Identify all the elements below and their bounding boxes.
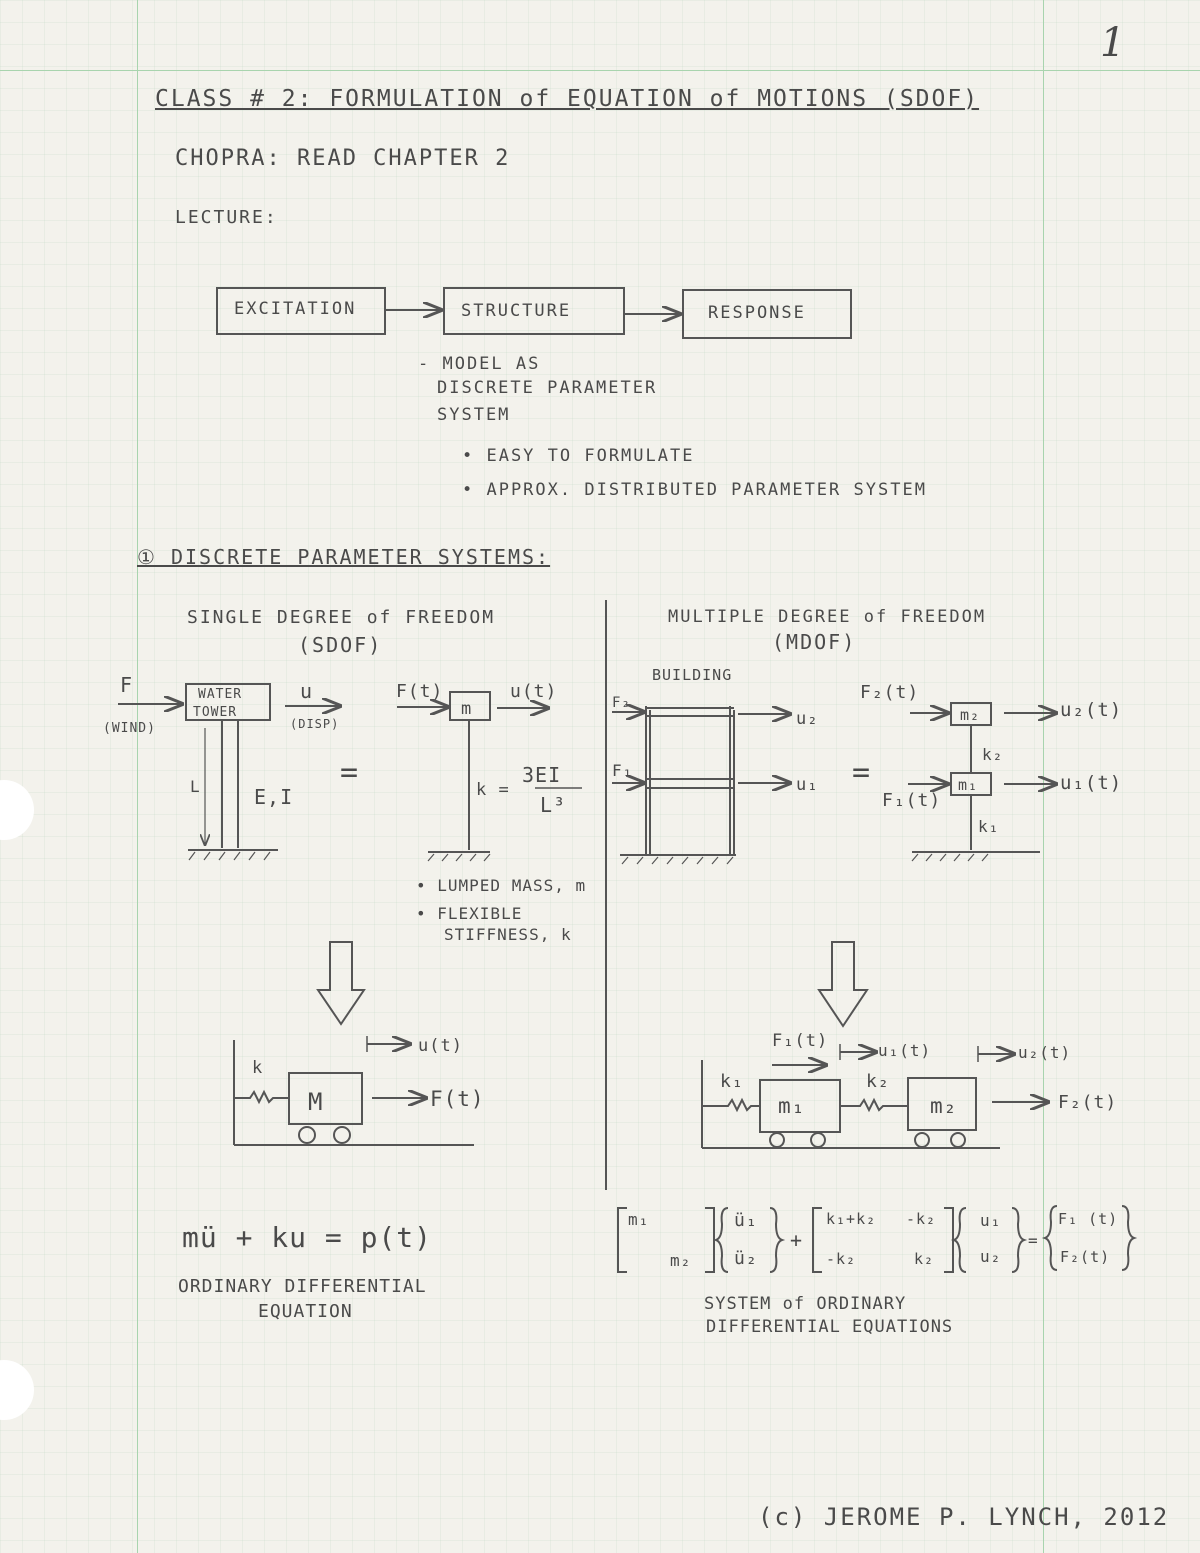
mass-matrix-entry: m₂ xyxy=(670,1251,691,1270)
structure-label: STRUCTURE xyxy=(461,301,572,321)
sdof-bullet: • LUMPED MASS, m xyxy=(416,876,586,895)
stick-force-1: F₁(t) xyxy=(882,790,941,811)
building-force-1: F₁ xyxy=(612,761,633,780)
grid-margin-line-left xyxy=(137,0,138,1553)
mdof-heading: MULTIPLE DEGREE of FREEDOM xyxy=(668,607,987,627)
stick-mass-2: m₂ xyxy=(960,706,980,724)
disp-note: (DISP) xyxy=(290,717,339,731)
tower-label: WATER xyxy=(198,687,242,702)
sdof-bullet: STIFFNESS, k xyxy=(444,925,572,944)
reading-assignment: CHOPRA: READ CHAPTER 2 xyxy=(175,146,511,171)
stiffness-numerator: 3EI xyxy=(522,763,561,787)
mdof-eq-label: SYSTEM of ORDINARY xyxy=(704,1294,906,1314)
stiffness-matrix-entry: -k₂ xyxy=(826,1250,856,1268)
sdof-bullet: • FLEXIBLE xyxy=(416,904,522,923)
sdof-abbrev: (SDOF) xyxy=(298,633,383,657)
model-spring-label: k xyxy=(252,1058,263,1078)
model-spring-1: k₁ xyxy=(720,1071,744,1092)
tower-label: TOWER xyxy=(193,705,237,720)
lecture-label: LECTURE: xyxy=(175,207,278,228)
stick-spring-1: k₁ xyxy=(978,817,999,836)
building-label: BUILDING xyxy=(652,666,732,684)
stick-disp-1: u₁(t) xyxy=(1060,772,1122,794)
matrix-equals-sign: = xyxy=(1028,1231,1039,1250)
length-label: L xyxy=(190,777,201,796)
structure-box: STRUCTURE xyxy=(443,287,625,335)
response-box: RESPONSE xyxy=(682,289,852,339)
model-force-1: F₁(t) xyxy=(772,1031,828,1051)
building-disp-1: u₁ xyxy=(796,775,818,795)
model-force-label: F(t) xyxy=(430,1087,485,1111)
sdof-force-label: F(t) xyxy=(396,681,443,702)
grid-margin-line-top xyxy=(0,70,1200,71)
model-mass-2: m₂ xyxy=(930,1094,957,1118)
sdof-eq-label: ORDINARY DIFFERENTIAL xyxy=(178,1276,427,1297)
sdof-eq-label: EQUATION xyxy=(258,1301,353,1322)
stiffness-equation: k = xyxy=(476,780,510,800)
model-note-line: - MODEL AS xyxy=(418,354,541,374)
mdof-abbrev: (MDOF) xyxy=(772,630,857,654)
model-spring-2: k₂ xyxy=(866,1071,890,1092)
force-vector-entry: F₂(t) xyxy=(1060,1248,1110,1266)
building-disp-2: u₂ xyxy=(796,709,818,729)
model-disp-1: u₁(t) xyxy=(878,1041,931,1060)
force-vector-entry: F₁ (t) xyxy=(1058,1210,1118,1228)
mdof-eq-label: DIFFERENTIAL EQUATIONS xyxy=(706,1317,953,1337)
model-note-bullet: • APPROX. DISTRIBUTED PARAMETER SYSTEM xyxy=(462,480,927,500)
copyright-note: (c) JEROME P. LYNCH, 2012 xyxy=(758,1503,1170,1531)
stiffness-denominator: L³ xyxy=(540,793,566,817)
model-note-bullet: • EASY TO FORMULATE xyxy=(462,446,695,466)
disp-label: u xyxy=(300,679,313,703)
model-note-line: SYSTEM xyxy=(437,405,511,425)
page-title: CLASS # 2: FORMULATION of EQUATION of MO… xyxy=(155,86,980,112)
wind-force-label: F xyxy=(120,673,133,697)
stick-spring-2: k₂ xyxy=(982,745,1003,764)
stiffness-matrix-entry: -k₂ xyxy=(906,1210,936,1228)
plus-sign: + xyxy=(790,1228,803,1252)
equals-sign: = xyxy=(340,755,359,790)
sdof-disp-label: u(t) xyxy=(510,681,557,702)
sdof-mass-label: m xyxy=(461,699,472,719)
acceleration-entry: ü₂ xyxy=(734,1248,758,1269)
stick-force-2: F₂(t) xyxy=(860,682,919,703)
section-heading: ① DISCRETE PARAMETER SYSTEMS: xyxy=(137,545,551,569)
building-force-2: F₂ xyxy=(612,695,631,711)
excitation-label: EXCITATION xyxy=(234,299,357,319)
model-mass-label: M xyxy=(308,1088,323,1116)
model-note-line: DISCRETE PARAMETER xyxy=(437,378,658,398)
displacement-entry: u₁ xyxy=(980,1211,1001,1230)
mass-matrix-entry: m₁ xyxy=(628,1210,649,1229)
model-mass-1: m₁ xyxy=(778,1094,805,1118)
page-number: 1 xyxy=(1100,20,1128,66)
model-disp-label: u(t) xyxy=(418,1036,463,1056)
response-label: RESPONSE xyxy=(708,303,806,323)
stiffness-matrix-entry: k₂ xyxy=(914,1250,934,1268)
wind-note: (WIND) xyxy=(103,721,156,736)
sdof-equation: mü + ku = p(t) xyxy=(182,1221,432,1254)
model-disp-2: u₂(t) xyxy=(1018,1043,1071,1062)
sdof-heading: SINGLE DEGREE of FREEDOM xyxy=(187,607,496,628)
stiffness-matrix-entry: k₁+k₂ xyxy=(826,1210,876,1228)
displacement-entry: u₂ xyxy=(980,1247,1001,1266)
equals-sign: = xyxy=(852,755,871,790)
acceleration-entry: ü₁ xyxy=(734,1210,758,1231)
stick-disp-2: u₂(t) xyxy=(1060,699,1122,721)
model-force-2: F₂(t) xyxy=(1058,1092,1117,1113)
stick-mass-1: m₁ xyxy=(958,776,978,794)
section-props-label: E,I xyxy=(254,785,293,809)
